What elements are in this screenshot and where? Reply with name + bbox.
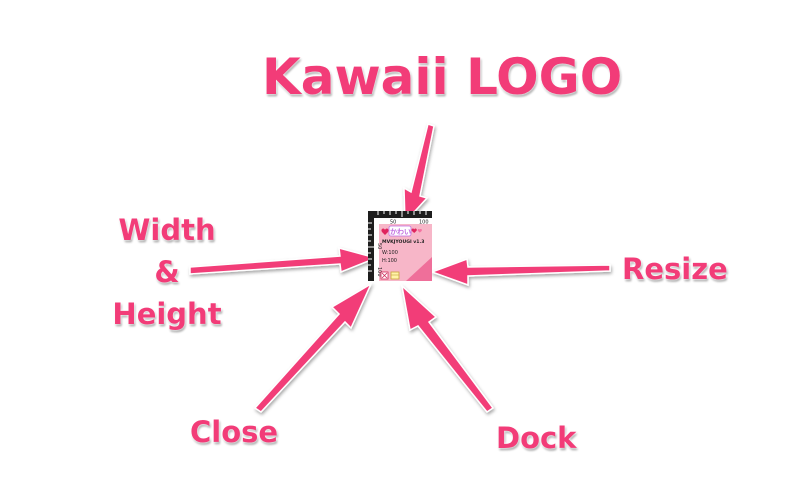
ruler-mark-50-left: 50	[376, 243, 382, 249]
arrow-resize	[429, 257, 611, 287]
callout-dock: Dock	[496, 421, 577, 455]
callout-width-height-line1: Width	[118, 213, 216, 247]
callout-close: Close	[190, 415, 279, 449]
dock-icon[interactable]	[390, 271, 400, 280]
arrow-width-height	[189, 246, 379, 275]
kawaii-logo-icon: かわい	[381, 225, 422, 237]
callout-kawaii-logo: Kawaii LOGO	[262, 48, 623, 106]
ruler-mark-50: 50	[390, 220, 396, 226]
app-name: MVKJYOUGI v1.3	[382, 239, 424, 245]
callout-resize: Resize	[622, 252, 728, 286]
arrow-logo	[403, 123, 435, 224]
close-icon[interactable]	[380, 271, 389, 280]
ruler-mark-100-top: 100	[419, 220, 429, 226]
top-ruler	[368, 211, 432, 218]
svg-text:かわい: かわい	[390, 228, 411, 236]
left-ruler	[368, 211, 374, 281]
callout-width-height-line3: Height	[112, 297, 222, 332]
resize-grip-icon[interactable]	[406, 257, 432, 281]
arrow-close	[253, 282, 373, 413]
height-label: H:100	[382, 258, 397, 264]
arrow-dock	[400, 283, 495, 414]
ruler-widget[interactable]: 50 100 50 100 かわい MVKJYOUGI v1.3 W:100 H…	[368, 211, 432, 281]
callout-width-height: Width & Height	[110, 209, 224, 335]
width-label: W:100	[382, 250, 398, 256]
ruler-mark-100-left: 100	[376, 267, 382, 277]
callout-width-height-line2: &	[154, 255, 180, 290]
